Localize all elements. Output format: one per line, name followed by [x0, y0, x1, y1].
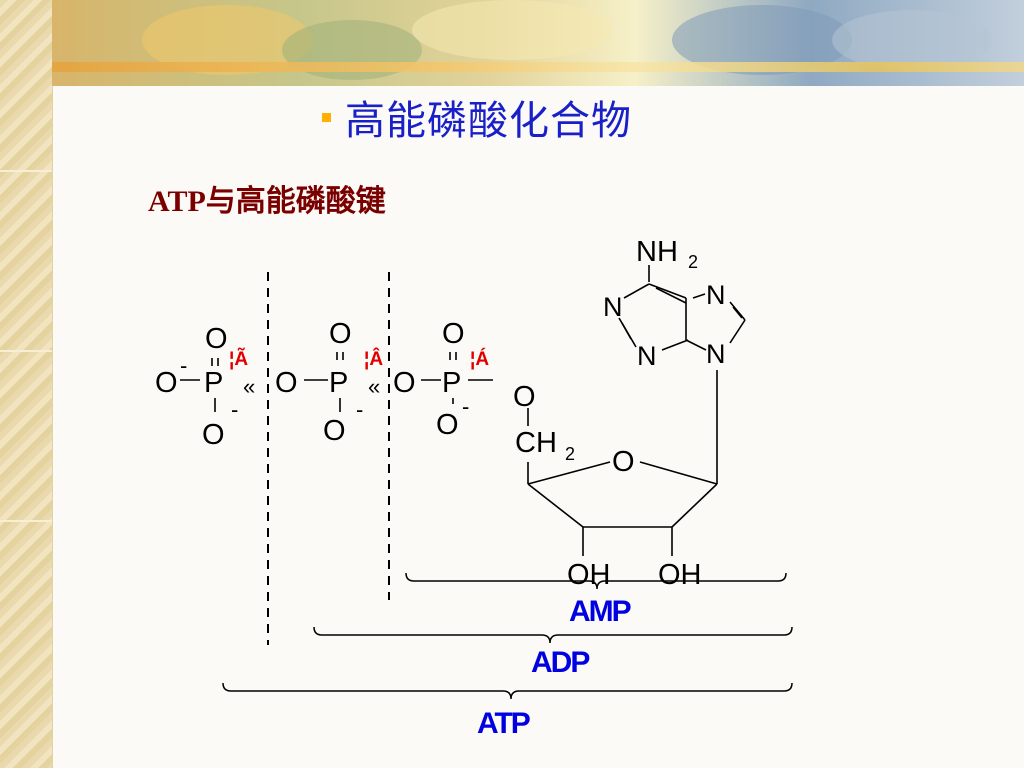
dividing-dashed-lines: [267, 272, 390, 645]
range-braces: [222, 572, 793, 700]
phosphate-atoms: O - O P ¦Ã « - O O O P ¦Â « - O O O P ¦Á…: [155, 318, 489, 451]
atom-p-beta: P: [329, 367, 348, 399]
atom-o-bridge-2: O: [393, 367, 416, 399]
bond-mark-gamma: ¦Ã: [229, 348, 248, 370]
phosphate-bonds: [180, 352, 493, 412]
atom-o-5prime: O: [513, 381, 536, 413]
page-title: 高能磷酸化合物: [345, 98, 632, 144]
charge-minus: -: [231, 397, 238, 422]
charge-minus: -: [180, 353, 187, 378]
atom-o-bridge-1: O: [275, 367, 298, 399]
highenergy-bond-beta: «: [368, 374, 380, 399]
atp-brace: [222, 682, 793, 700]
bond-mark-beta: ¦Â: [364, 348, 383, 370]
charge-minus: -: [356, 397, 363, 422]
hydroxyl-2prime: OH: [658, 559, 702, 591]
top-decorative-banner: [52, 0, 1024, 86]
adp-label: ADP: [531, 646, 589, 679]
atom-o-gamma-double: O: [205, 323, 228, 355]
atom-o-beta-double: O: [329, 318, 352, 350]
subtitle: ATP与高能磷酸键: [148, 185, 386, 218]
atom-p-alpha: P: [442, 367, 461, 399]
atom-o-alpha-lower: O: [436, 409, 459, 441]
left-decorative-strip: [0, 0, 53, 768]
ch2-subscript: 2: [565, 444, 575, 464]
atom-n3: N: [637, 341, 657, 371]
atom-o-gamma-lower: O: [202, 419, 225, 451]
atom-o-beta-lower: O: [323, 415, 346, 447]
atom-n9: N: [706, 339, 726, 369]
title-bullet-icon: [322, 112, 331, 122]
atom-o-alpha-double: O: [442, 318, 465, 350]
atom-nh: NH: [636, 236, 678, 268]
atom-p-gamma: P: [204, 367, 223, 399]
hydroxyl-3prime: OH: [567, 559, 611, 591]
bond-mark-alpha: ¦Á: [470, 348, 489, 370]
nh2-subscript: 2: [688, 252, 698, 272]
atp-label: ATP: [477, 707, 530, 740]
atom-o-terminal: O: [155, 367, 178, 399]
charge-minus: -: [462, 394, 469, 419]
adenine-atoms: NH 2 N N N N: [603, 236, 726, 371]
atom-o-ring: O: [612, 446, 635, 478]
title-row: 高能磷酸化合物: [322, 92, 632, 144]
slide-content-area: [53, 86, 1024, 768]
amp-label: AMP: [569, 595, 631, 628]
ribose-atoms: O CH 2 O OH OH: [513, 381, 702, 591]
atom-n1: N: [603, 292, 623, 322]
atom-ch2: CH: [515, 427, 557, 459]
ribose-and-adenine-bonds: [527, 265, 746, 556]
highenergy-bond-gamma: «: [243, 374, 255, 399]
atom-n7: N: [706, 280, 726, 310]
amp-brace: [405, 572, 787, 590]
adp-brace: [313, 626, 793, 644]
